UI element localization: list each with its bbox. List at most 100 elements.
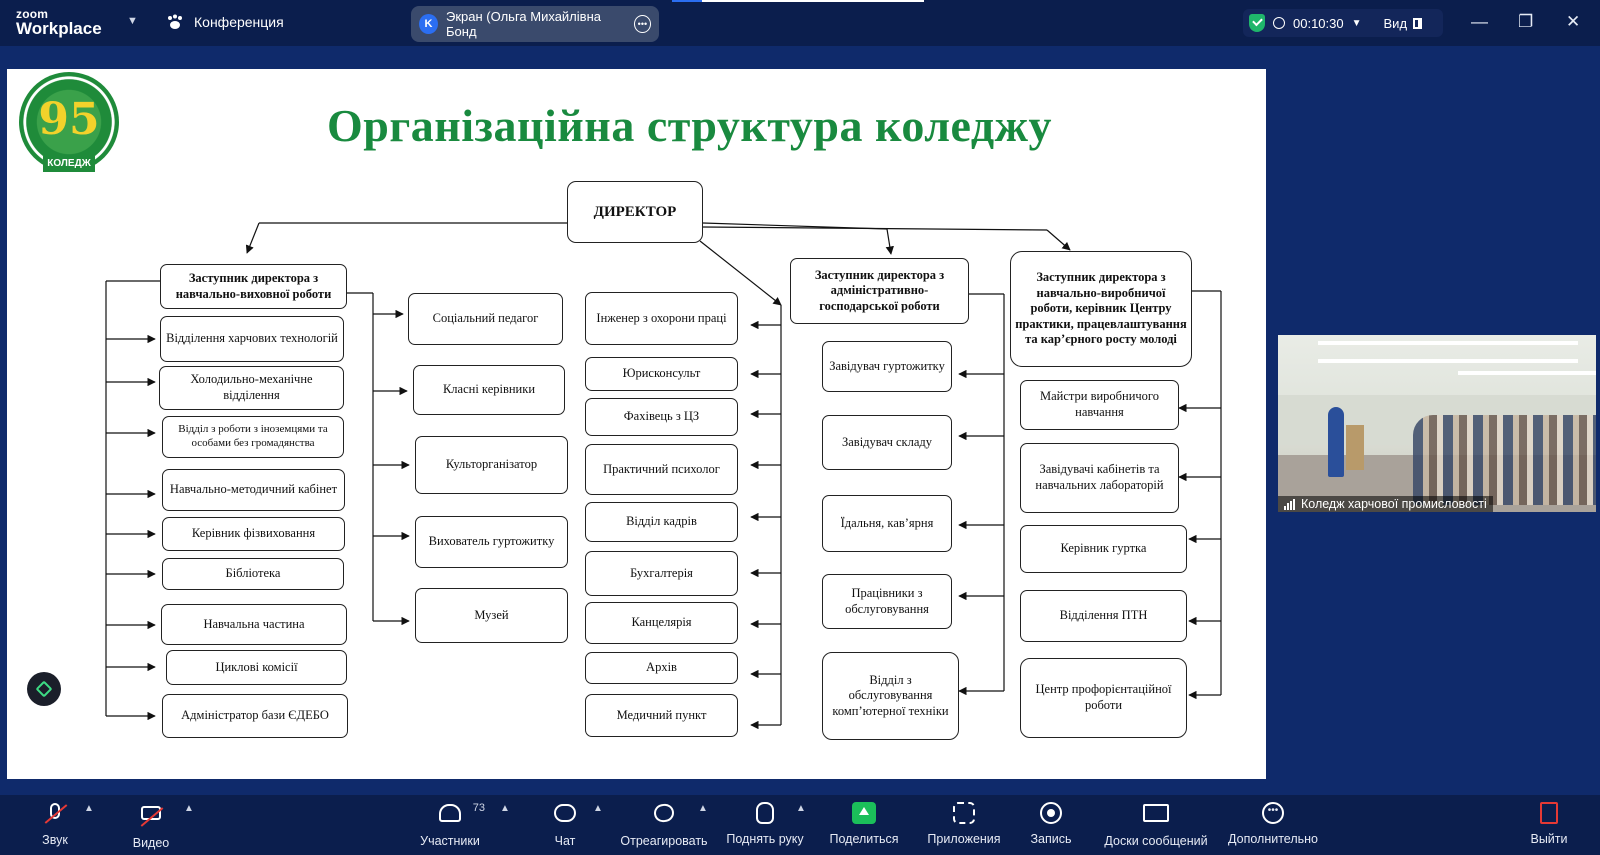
share-indicator-strip	[672, 0, 702, 2]
apps-button[interactable]: Приложения	[924, 801, 1004, 846]
unit-box: Відділ з роботи з іноземцями та особами …	[162, 416, 344, 458]
screen-share-label: Экран (Ольга Михайлівна Бонд	[446, 9, 601, 39]
unit-box: Архів	[585, 652, 738, 684]
chat-icon	[552, 804, 578, 828]
unit-box: Адміністратор бази ЄДЕБО	[162, 694, 348, 738]
unit-box: Завідувач складу	[822, 415, 952, 470]
participants-chevron-icon[interactable]: ▲	[500, 803, 510, 814]
more-button[interactable]: ••• Дополнительно	[1226, 801, 1320, 846]
minimize-icon[interactable]: —	[1471, 12, 1488, 31]
record-label: Запись	[1030, 832, 1072, 846]
more-label: Дополнительно	[1228, 832, 1318, 846]
timer-chevron-icon[interactable]: ▼	[1351, 17, 1362, 29]
unit-box: Холодильно-механічне відділення	[159, 366, 344, 410]
apps-icon	[951, 802, 977, 826]
logo-text: КОЛЕДЖ	[43, 156, 95, 172]
unit-box: Відділення ПТН	[1020, 590, 1187, 642]
deputy-production-box: Заступник директора з навчально-виробнич…	[1010, 251, 1192, 367]
unit-box: Бухгалтерія	[585, 551, 738, 596]
record-icon	[1038, 802, 1064, 826]
unit-box: Центр профорієнтаційної роботи	[1020, 658, 1187, 738]
raise-hand-chevron-icon[interactable]: ▲	[796, 803, 806, 814]
participants-button[interactable]: 73 Участники	[417, 801, 485, 848]
video-options-chevron-icon[interactable]: ▲	[184, 803, 194, 814]
view-icon	[1413, 17, 1423, 29]
unit-box: Керівник гуртка	[1020, 525, 1187, 573]
react-button[interactable]: Отреагировать	[620, 801, 708, 848]
security-shield-icon[interactable]	[1249, 14, 1265, 32]
restore-icon[interactable]: ❐	[1518, 12, 1534, 31]
share-screen-icon	[851, 802, 877, 826]
unit-box: Класні керівники	[413, 365, 565, 415]
video-podium	[1346, 425, 1364, 470]
unit-box: Циклові комісії	[166, 650, 347, 685]
hand-icon	[752, 802, 778, 826]
conference-label: Конференция	[194, 14, 284, 30]
video-button[interactable]: Видео	[131, 801, 171, 850]
view-button[interactable]: Вид	[1384, 16, 1423, 31]
participant-video-tile[interactable]	[1278, 335, 1596, 512]
audio-options-chevron-icon[interactable]: ▲	[84, 803, 94, 814]
conference-button[interactable]: Конференция	[166, 14, 284, 30]
unit-box: Працівники з обслуговування	[822, 574, 952, 629]
brand-bottom-text: Workplace	[16, 19, 102, 38]
view-label: Вид	[1383, 15, 1408, 31]
raise-hand-label: Поднять руку	[726, 832, 804, 846]
unit-box: Завідувачі кабінетів та навчальних лабор…	[1020, 443, 1179, 513]
unit-box: Їдальня, кав’ярня	[822, 495, 952, 552]
more-icon: •••	[1260, 802, 1286, 826]
audio-button[interactable]: Звук	[37, 801, 73, 847]
share-button[interactable]: Поделиться	[829, 801, 899, 846]
unit-box: Культорганізатор	[415, 436, 568, 494]
video-label: Видео	[132, 836, 170, 850]
more-options-icon[interactable]: •••	[633, 15, 651, 33]
screen-share-pill[interactable]: K Экран (Ольга Михайлівна Бонд •••	[411, 6, 659, 42]
unit-box: Відділення харчових технологій	[160, 316, 344, 362]
chat-button[interactable]: Чат	[552, 801, 578, 848]
video-ceiling-lights	[1318, 341, 1578, 345]
chat-chevron-icon[interactable]: ▲	[593, 803, 603, 814]
video-audience	[1413, 415, 1596, 505]
unit-box: Соціальний педагог	[408, 293, 563, 345]
unit-box: Музей	[415, 588, 568, 643]
react-label: Отреагировать	[620, 834, 708, 848]
unit-box: Канцелярія	[585, 602, 738, 644]
unit-box: Бібліотека	[162, 558, 344, 590]
deputy-admin-box: Заступник директора з адміністративно-го…	[790, 258, 969, 324]
unit-box: Відділ кадрів	[585, 502, 738, 542]
pen-icon	[35, 680, 53, 698]
unit-box: Навчальна частина	[161, 604, 347, 645]
leave-button[interactable]: Выйти	[1529, 801, 1569, 846]
participant-name-label: Коледж харчової промисловості	[1278, 496, 1493, 512]
unit-box: Інженер з охорони праці	[585, 292, 738, 345]
unit-box: Медичний пункт	[585, 694, 738, 737]
record-button[interactable]: Запись	[1030, 801, 1072, 846]
meeting-status-group: 00:10:30 ▼ Вид	[1243, 9, 1443, 37]
close-icon[interactable]: ✕	[1566, 12, 1581, 31]
annotate-pen-button[interactable]	[27, 672, 61, 706]
react-chevron-icon[interactable]: ▲	[698, 803, 708, 814]
chat-label: Чат	[554, 834, 576, 848]
slide-title: Організаційна структура коледжу	[327, 100, 1052, 151]
zoom-logo[interactable]: zoom Workplace	[16, 8, 102, 37]
signal-bars-icon	[1284, 498, 1295, 510]
unit-box: Вихователь гуртожитку	[415, 516, 568, 568]
raise-hand-button[interactable]: Поднять руку	[723, 801, 807, 846]
paw-icon	[166, 14, 184, 30]
unit-box: Фахівець з ЦЗ	[585, 398, 738, 436]
director-box: ДИРЕКТОР	[567, 181, 703, 243]
unit-box: Завідувач гуртожитку	[822, 341, 952, 392]
participants-icon: 73	[437, 802, 485, 828]
logo-number: 95	[38, 94, 100, 145]
whiteboard-icon	[1143, 804, 1169, 828]
heart-icon	[651, 802, 677, 828]
whiteboards-button[interactable]: Доски сообщений	[1101, 801, 1211, 848]
top-bar: zoom Workplace ▼ Конференция K Экран (Ол…	[0, 0, 1600, 46]
exit-icon	[1536, 802, 1562, 826]
leave-label: Выйти	[1530, 832, 1568, 846]
chevron-down-icon[interactable]: ▼	[127, 15, 138, 27]
participants-count: 73	[472, 802, 485, 814]
video-speaker	[1328, 407, 1344, 477]
whiteboards-label: Доски сообщений	[1104, 834, 1208, 848]
presenter-avatar: K	[419, 14, 439, 34]
